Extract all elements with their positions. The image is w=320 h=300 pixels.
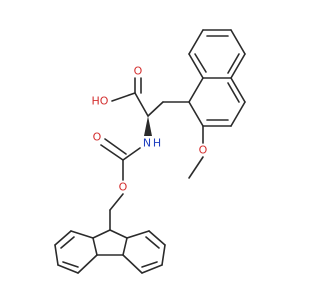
atom-label-amide-hydrogen: H — [153, 137, 161, 150]
naphthalene-ring-bottom — [188, 77, 246, 127]
molecule-structure: HO O N H O O O — [54, 29, 246, 274]
naphthalene-ring-top — [188, 29, 246, 79]
atom-labels: HO O N H O O O — [92, 65, 208, 194]
methoxy-group — [188, 125, 204, 179]
atom-label-fmoc-carbonyl-oxygen: O — [93, 131, 102, 144]
fluorene-group — [54, 229, 166, 274]
atom-label-carbonyl-oxygen: O — [134, 65, 143, 78]
amino-acid-backbone — [111, 77, 190, 117]
atom-label-amide-nitrogen: N — [143, 137, 151, 150]
atom-label-fmoc-ester-oxygen: O — [119, 181, 128, 194]
atom-label-hydroxyl: HO — [92, 95, 109, 108]
atom-label-methoxy-oxygen: O — [199, 144, 208, 157]
carbamate-group — [100, 138, 141, 231]
stereo-hash-bond — [144, 116, 152, 136]
